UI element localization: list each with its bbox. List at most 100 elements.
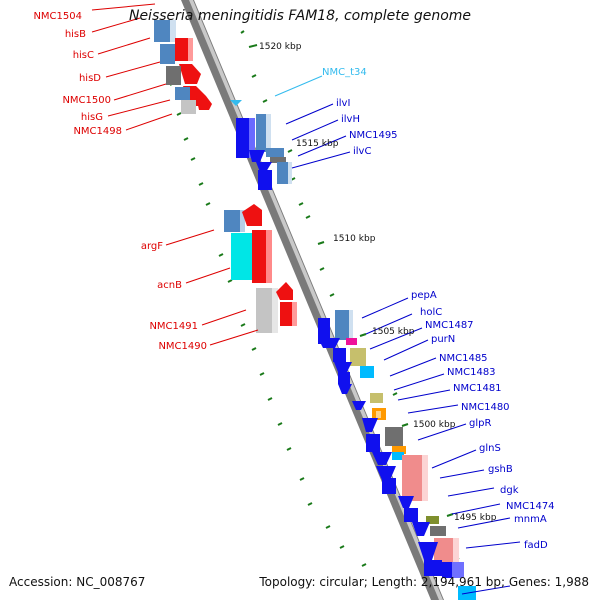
gene-arrow	[398, 496, 414, 508]
leader-line	[457, 517, 511, 529]
gene-label: holC	[420, 307, 442, 318]
gene-block	[376, 411, 381, 418]
leader-line	[393, 373, 445, 391]
kbp-label: 1520 kbp	[259, 42, 302, 52]
tick-mark	[325, 525, 331, 529]
gene-block	[392, 452, 404, 460]
gene-block	[266, 114, 271, 152]
gene-label: argF	[141, 241, 163, 252]
gene-block	[346, 338, 357, 345]
leader-line	[361, 297, 409, 319]
rna-gene-labels: NMC_t34	[322, 67, 367, 78]
gene-label: glpR	[469, 418, 491, 429]
gene-arrow	[418, 542, 438, 560]
gene-label: NMC1490	[158, 341, 207, 352]
leader-line	[91, 17, 141, 33]
gene-block	[318, 318, 330, 344]
gene-block	[170, 20, 176, 42]
leader-line	[113, 83, 167, 101]
tick-mark	[183, 137, 189, 141]
rna-marker	[230, 100, 242, 106]
leader-line	[389, 357, 437, 377]
kbp-label: 1495 kbp	[454, 513, 497, 523]
gene-block	[266, 148, 284, 157]
gene-label: mnmA	[514, 514, 547, 525]
gene-block	[453, 538, 459, 562]
right-strand-genes	[230, 100, 476, 600]
tick-mark	[305, 215, 311, 219]
gene-label: NMC1485	[439, 353, 488, 364]
gene-block	[249, 118, 255, 158]
gene-arrow	[362, 418, 378, 432]
gene-block	[392, 446, 406, 454]
gene-block	[166, 66, 181, 85]
gene-label: fadD	[524, 540, 548, 551]
leader-line	[417, 423, 467, 441]
gene-label: NMC1481	[453, 383, 502, 394]
gene-block	[366, 434, 380, 452]
tick-mark	[259, 372, 265, 376]
leader-line	[185, 267, 231, 284]
gene-arrow	[338, 384, 352, 394]
gene-arrow	[352, 401, 366, 410]
leader-line	[447, 487, 495, 497]
leader-line	[297, 135, 347, 157]
gene-label: ilvI	[336, 98, 350, 109]
gene-block	[382, 478, 396, 494]
gene-arrow	[196, 96, 212, 110]
leader-line	[107, 99, 171, 117]
topology-text: Topology: circular; Length: 2,194,961 bp…	[259, 575, 589, 589]
leader-line	[461, 585, 511, 595]
gene-block	[370, 393, 383, 403]
tick-mark	[446, 513, 454, 517]
gene-block	[231, 233, 255, 280]
gene-label: NMC1491	[149, 321, 198, 332]
gene-block	[270, 157, 286, 163]
left-gene-labels: NMC1504 hisB hisC hisD NMC1500 hisG NMC1…	[33, 11, 207, 352]
gene-block	[280, 302, 294, 326]
leader-line	[431, 449, 477, 469]
leader-line	[291, 151, 351, 169]
gene-label: pepA	[411, 290, 437, 301]
gene-block	[385, 427, 403, 446]
tick-mark	[251, 347, 257, 351]
gene-label: hisD	[79, 73, 101, 84]
gene-block	[430, 526, 446, 536]
gene-label: NMC_t34	[322, 67, 367, 78]
left-strand-genes	[154, 20, 297, 333]
leader-line	[105, 61, 161, 78]
tick-mark	[248, 44, 258, 48]
gene-label: NMC1483	[447, 367, 496, 378]
tick-mark	[190, 157, 196, 161]
kbp-label: 1500 kbp	[413, 420, 456, 430]
leader-line	[125, 113, 173, 131]
gene-label: ilvH	[341, 114, 360, 125]
tick-mark	[240, 30, 245, 34]
gene-block	[181, 100, 196, 114]
tick-mark	[307, 502, 313, 506]
leader-line	[209, 329, 259, 346]
leader-line	[439, 469, 485, 479]
gene-label: NMC1487	[425, 320, 474, 331]
gene-block	[422, 455, 428, 501]
leader-line	[165, 229, 215, 246]
tick-mark	[262, 99, 268, 103]
tick-mark	[401, 423, 409, 427]
gene-block	[350, 348, 366, 366]
leader-line	[91, 3, 156, 11]
gene-arrow	[376, 466, 396, 480]
gene-label: hisG	[81, 112, 103, 123]
leader-line	[201, 309, 247, 326]
gene-block	[175, 87, 190, 100]
tick-mark	[176, 112, 182, 116]
gene-block	[335, 310, 352, 340]
tick-mark	[286, 447, 292, 451]
gene-block	[338, 372, 350, 384]
tick-mark	[218, 253, 224, 257]
gene-block	[224, 210, 241, 232]
leader-line	[397, 389, 451, 401]
gene-block	[452, 562, 464, 578]
leader-line	[291, 119, 339, 141]
kbp-label: 1515 kbp	[296, 139, 339, 149]
gene-label: NMC1495	[349, 130, 398, 141]
